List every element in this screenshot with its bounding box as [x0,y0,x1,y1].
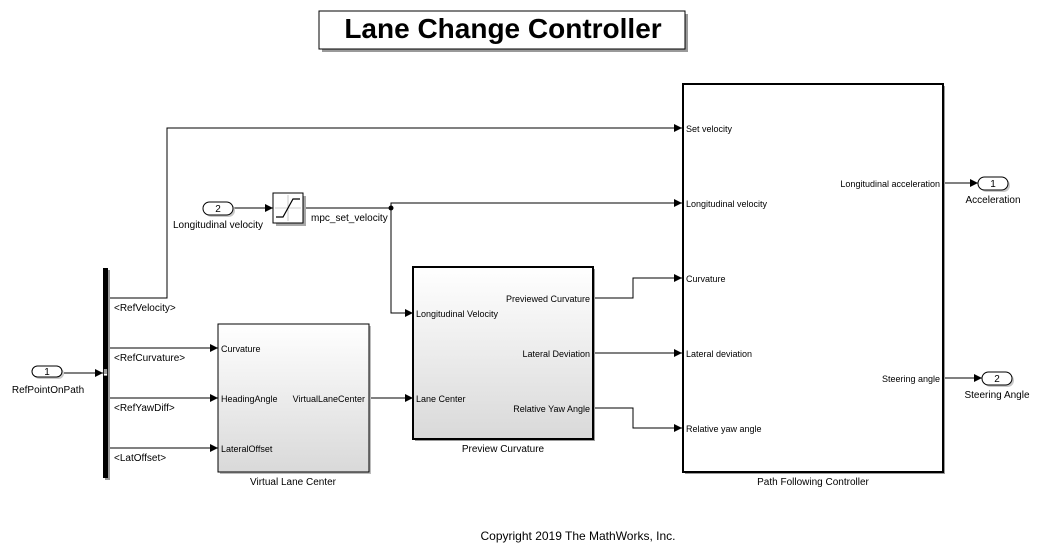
port-label: Longitudinal Velocity [416,309,499,319]
port-label: Relative yaw angle [686,424,762,434]
branch-point [388,205,394,211]
port-label: Set velocity [686,124,733,134]
port-label: Longitudinal acceleration [840,179,940,189]
diagram-title: Lane Change Controller [344,13,661,44]
port-label: HeadingAngle [221,394,278,404]
signal-ref-velocity[interactable] [109,124,682,299]
mpc-set-velocity-label: mpc_set_velocity [311,213,388,224]
title-block: Lane Change Controller [318,10,688,52]
port-number: 1 [990,179,996,190]
inport-longitudinal-velocity[interactable]: 2 [202,201,235,217]
outport-acceleration[interactable]: 1 [977,176,1010,192]
saturation-icon [276,198,300,218]
path-following-controller-block[interactable]: Set velocity Longitudinal velocity Curva… [682,83,945,474]
bus-signal-label: <RefYawDiff> [114,403,175,414]
inport-label: Longitudinal velocity [173,220,263,231]
signal-mpc-set-velocity[interactable] [304,199,682,209]
port-label: Lateral Deviation [522,349,590,359]
signal-previewed-curvature[interactable] [594,274,682,299]
port-label: LateralOffset [221,444,273,454]
bus-signal-label: <LatOffset> [114,453,166,464]
inport-ref-point-on-path[interactable]: 1 [31,365,64,379]
port-number: 1 [44,367,50,378]
bus-signal-label: <RefCurvature> [114,353,185,364]
outport-steering-angle[interactable]: 2 [981,371,1014,387]
outport-label: Acceleration [965,195,1020,206]
port-number: 2 [215,204,221,215]
block-name: Virtual Lane Center [250,477,337,488]
outport-label: Steering Angle [964,390,1029,401]
signal-mpc-set-velocity-branch[interactable] [390,208,413,317]
bus-signal-label: <RefVelocity> [114,303,176,314]
port-label: Curvature [686,274,726,284]
preview-curvature-block[interactable]: Longitudinal Velocity Lane Center Previe… [412,266,595,441]
port-label: Previewed Curvature [506,294,590,304]
block-name: Path Following Controller [757,477,869,488]
port-label: Curvature [221,344,261,354]
port-number: 2 [994,374,1000,385]
bus-selector[interactable] [103,268,110,480]
inport-label: RefPointOnPath [12,385,84,396]
virtual-lane-center-block[interactable]: Curvature HeadingAngle LateralOffset Vir… [217,323,371,474]
copyright-text: Copyright 2019 The MathWorks, Inc. [481,529,676,543]
saturation-block[interactable] [272,192,306,226]
port-label: Lane Center [416,394,466,404]
port-label: VirtualLaneCenter [293,394,365,404]
port-label: Longitudinal velocity [686,199,768,209]
port-label: Steering angle [882,374,940,384]
signal-relative-yaw-angle[interactable] [594,407,682,432]
port-label: Relative Yaw Angle [513,404,590,414]
block-name: Preview Curvature [462,444,545,455]
port-label: Lateral deviation [686,349,752,359]
